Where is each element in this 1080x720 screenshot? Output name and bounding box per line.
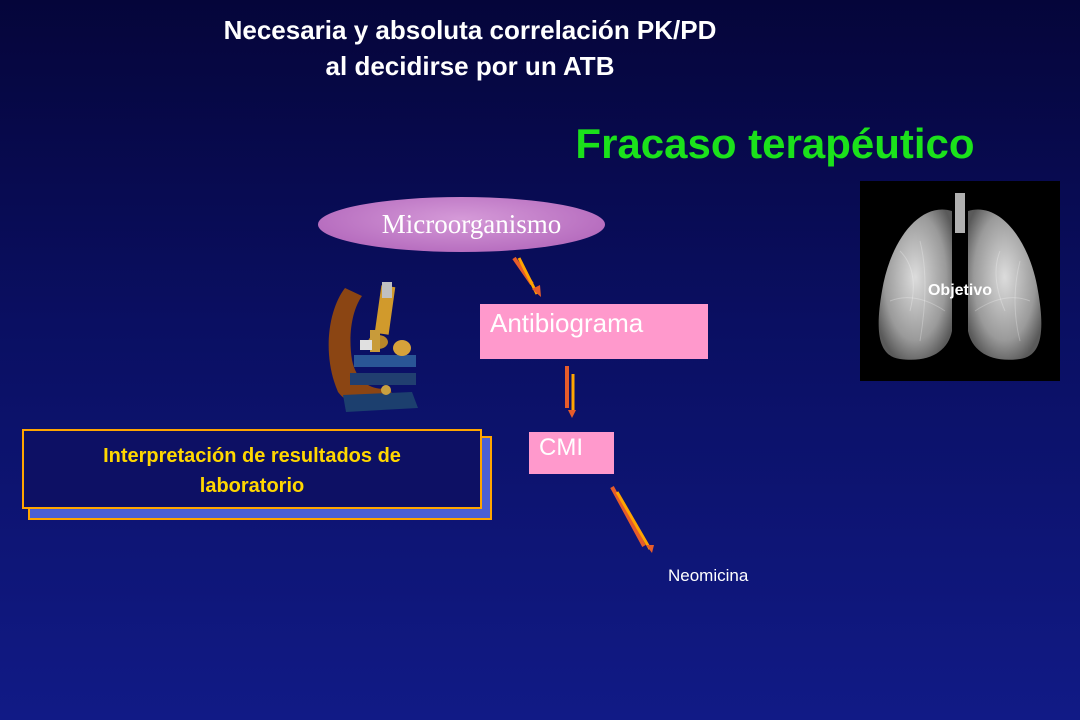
subtitle-fracaso: Fracaso terapéutico	[575, 120, 975, 167]
flow-arrows	[512, 256, 654, 553]
lungs-image	[860, 181, 1060, 381]
interpretation-line-1: Interpretación de resultados de	[103, 445, 401, 467]
title-line-1: Necesaria y absoluta correlación PK/PD	[223, 15, 717, 45]
node-cmi: CMI	[529, 432, 614, 474]
title-line-2: al decidirse por un ATB	[325, 51, 615, 81]
node-antibiograma: Antibiograma	[480, 304, 708, 359]
interpretation-box: Interpretación de resultados de laborato…	[22, 429, 482, 509]
microscope-icon	[328, 282, 418, 412]
node-microorganismo: Microorganismo	[318, 197, 605, 252]
arrow-cmi-neomicina	[610, 486, 654, 553]
interpretation-line-2: laboratorio	[199, 475, 305, 497]
arrow-antibiograma-cmi	[565, 366, 576, 418]
page-title: Necesaria y absoluta correlación PK/PD a…	[100, 12, 840, 84]
lungs-icon	[878, 193, 1042, 360]
arrow-microorganismo-antibiograma	[512, 256, 541, 297]
node-neomicina: Neomicina	[668, 566, 749, 585]
lung-label-objetivo: Objetivo	[927, 282, 992, 299]
